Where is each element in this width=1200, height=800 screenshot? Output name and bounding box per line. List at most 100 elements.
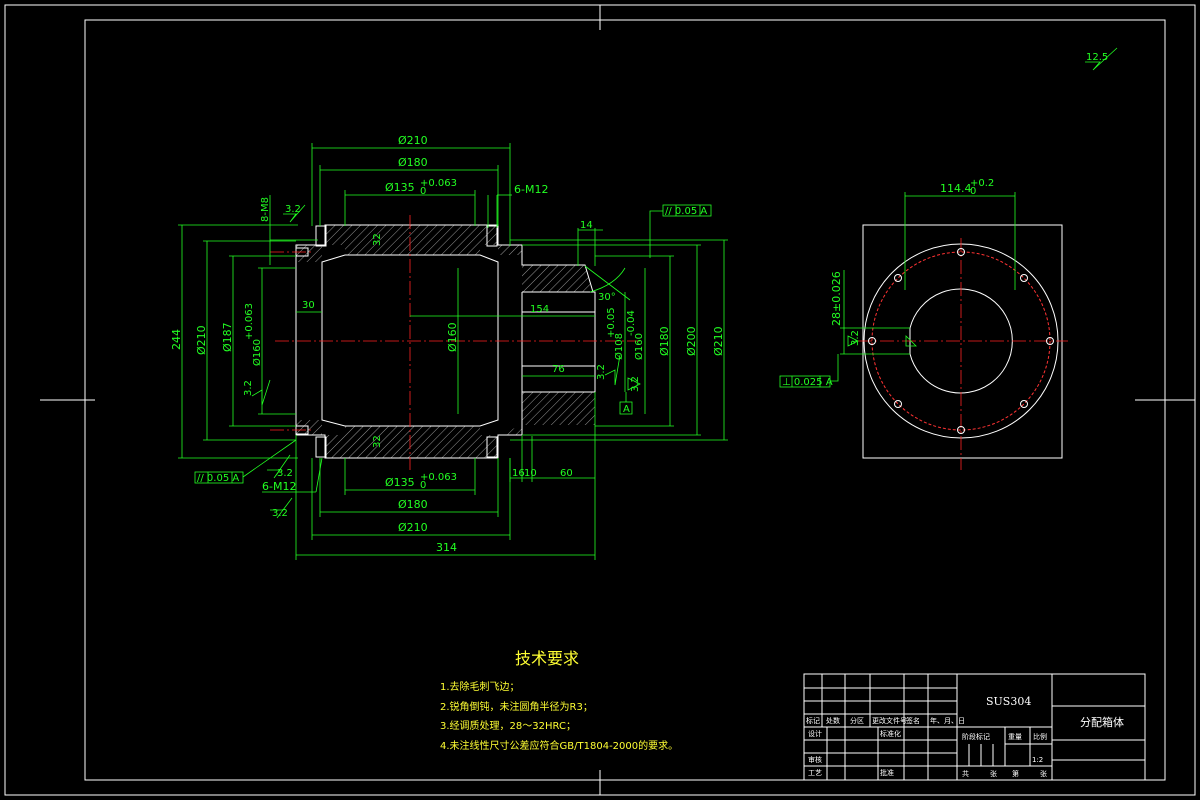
svg-text:Ø210: Ø210 <box>398 134 428 147</box>
svg-text:244: 244 <box>170 329 183 350</box>
label-review: 审核 <box>808 755 822 764</box>
tech-title: 技术要求 <box>515 649 579 668</box>
label-signature: 签名 <box>906 716 920 725</box>
label-weight: 重量 <box>1008 733 1022 741</box>
dim-len30: 30 <box>296 300 322 313</box>
dim-len244: 244 <box>170 224 298 459</box>
dim-len154: 154 <box>410 304 595 317</box>
svg-text:0: 0 <box>970 186 976 197</box>
part-name: 分配箱体 <box>1080 715 1124 729</box>
svg-text:314: 314 <box>436 541 457 554</box>
inner-border <box>84 19 1166 781</box>
label-date: 年、月、日 <box>930 716 965 725</box>
geometric-tolerance-bot: // 0.05 A <box>194 439 297 484</box>
dim-d180-bot: Ø180 <box>319 458 499 517</box>
material: SUS304 <box>986 695 1031 708</box>
dim-d135-top: Ø135 +0.063 0 <box>344 178 476 226</box>
svg-text:3.2: 3.2 <box>285 204 301 215</box>
svg-text:Ø180: Ø180 <box>398 498 428 511</box>
dim-d180-right: Ø180 <box>595 255 674 427</box>
roughness-right: 3.2 3.2 <box>596 354 641 392</box>
svg-text:Ø108: Ø108 <box>613 333 625 360</box>
roughness-left-top: 3.2 <box>283 204 306 223</box>
dim-d160-center: Ø160 <box>446 268 459 414</box>
svg-text:Ø160: Ø160 <box>633 333 645 360</box>
svg-text:10: 10 <box>524 468 537 479</box>
bolt-circle <box>871 251 1051 431</box>
dim-angle30: 30° <box>584 265 631 303</box>
dim-len16-10-60: 16 10 60 <box>509 392 596 560</box>
svg-text:3.2: 3.2 <box>630 376 641 392</box>
svg-text:30°: 30° <box>598 292 616 303</box>
label-scale: 比例 <box>1033 732 1047 741</box>
svg-text:// 0.05 A: // 0.05 A <box>665 206 707 217</box>
svg-text:32: 32 <box>372 435 383 448</box>
label-total: 共 <box>962 769 969 778</box>
label-zone: 分区 <box>850 716 864 725</box>
svg-text:154: 154 <box>530 304 549 315</box>
end-view: 114.4 +0.2 0 28±0.026 3.2 ⊥ 0.025 A <box>779 178 1068 470</box>
tech-item-4: 4.未注线性尺寸公差应符合GB/T1804-2000的要求。 <box>440 739 678 752</box>
svg-text:-0.04: -0.04 <box>626 310 637 336</box>
svg-text:Ø135: Ø135 <box>385 181 415 194</box>
roughness-left-mid: 3.2 <box>243 379 271 406</box>
dim-m12-bot: 6-M12 <box>262 457 323 493</box>
label-stage-mark: 阶段标记 <box>962 732 990 741</box>
dim-d210-bot: Ø210 <box>311 458 511 540</box>
tech-item-1: 1.去除毛刺飞边； <box>440 680 520 693</box>
svg-text:6-M12: 6-M12 <box>262 480 296 493</box>
svg-text:3.2: 3.2 <box>272 508 288 519</box>
dim-len14: 14 <box>577 220 603 266</box>
dim-d108: Ø108 +0.05 <box>606 292 626 392</box>
svg-text:60: 60 <box>560 468 573 479</box>
svg-text:Ø180: Ø180 <box>398 156 428 169</box>
dim-d135-bot: Ø135 +0.063 0 <box>344 458 476 495</box>
scale-value: 1:2 <box>1032 756 1043 764</box>
dim-d160-right: Ø160 -0.04 <box>626 268 646 414</box>
label-mark: 标记 <box>806 716 820 725</box>
svg-text:+0.05: +0.05 <box>606 307 617 338</box>
svg-text:3.2: 3.2 <box>277 468 293 479</box>
label-standardize: 标准化 <box>880 729 901 738</box>
dim-keyway: 28±0.026 <box>830 270 910 355</box>
label-page: 第 <box>1012 769 1019 778</box>
dim-m12-top: 6-M12 <box>487 183 548 228</box>
dim-len76: 76 <box>522 364 595 377</box>
dim-d187: Ø187 <box>221 255 296 427</box>
outer-border <box>4 4 1196 796</box>
end-view-frame <box>862 224 1063 459</box>
label-approve: 批准 <box>880 768 894 777</box>
label-doc-no: 更改文件号 <box>872 716 907 725</box>
svg-text:// 0.05 A: // 0.05 A <box>197 473 239 484</box>
section-view: Ø210 Ø180 Ø135 +0.063 0 6-M12 8-M8 <box>170 134 728 560</box>
svg-text:⊥ 0.025 A: ⊥ 0.025 A <box>782 377 833 388</box>
svg-text:Ø180: Ø180 <box>658 326 671 356</box>
svg-text:8-M8: 8-M8 <box>260 197 271 222</box>
svg-text:Ø160: Ø160 <box>446 322 459 352</box>
label-design: 设计 <box>808 729 822 738</box>
label-process: 工艺 <box>808 769 822 777</box>
dim-d160-left: Ø160 +0.063 <box>244 267 296 415</box>
roughness-bottom: 3.2 <box>270 497 293 519</box>
label-sheet: 张 <box>990 769 997 778</box>
tech-item-3: 3.经调质处理，28～32HRC； <box>440 719 576 732</box>
geometric-tolerance-side: ⊥ 0.025 A <box>779 354 839 388</box>
dim-d114: 114.4 +0.2 0 <box>904 178 1016 290</box>
end-view-bore <box>909 288 1013 394</box>
label-count: 处数 <box>826 716 840 725</box>
dim-d210-left: Ø210 <box>195 240 296 441</box>
dim-len314: 314 <box>295 435 595 560</box>
svg-text:16: 16 <box>512 468 525 479</box>
svg-text:Ø135: Ø135 <box>385 476 415 489</box>
svg-text:3.2: 3.2 <box>850 330 861 346</box>
svg-text:6-M12: 6-M12 <box>514 183 548 196</box>
svg-text:12.5: 12.5 <box>1086 52 1108 63</box>
svg-text:+0.063: +0.063 <box>420 178 457 189</box>
tech-item-2: 2.锐角倒钝，未注圆角半径为R3； <box>440 700 593 713</box>
svg-text:76: 76 <box>552 364 565 375</box>
svg-text:+0.063: +0.063 <box>420 472 457 483</box>
svg-text:30: 30 <box>302 300 315 311</box>
svg-text:114.4: 114.4 <box>940 182 972 195</box>
svg-text:Ø200: Ø200 <box>685 326 698 356</box>
